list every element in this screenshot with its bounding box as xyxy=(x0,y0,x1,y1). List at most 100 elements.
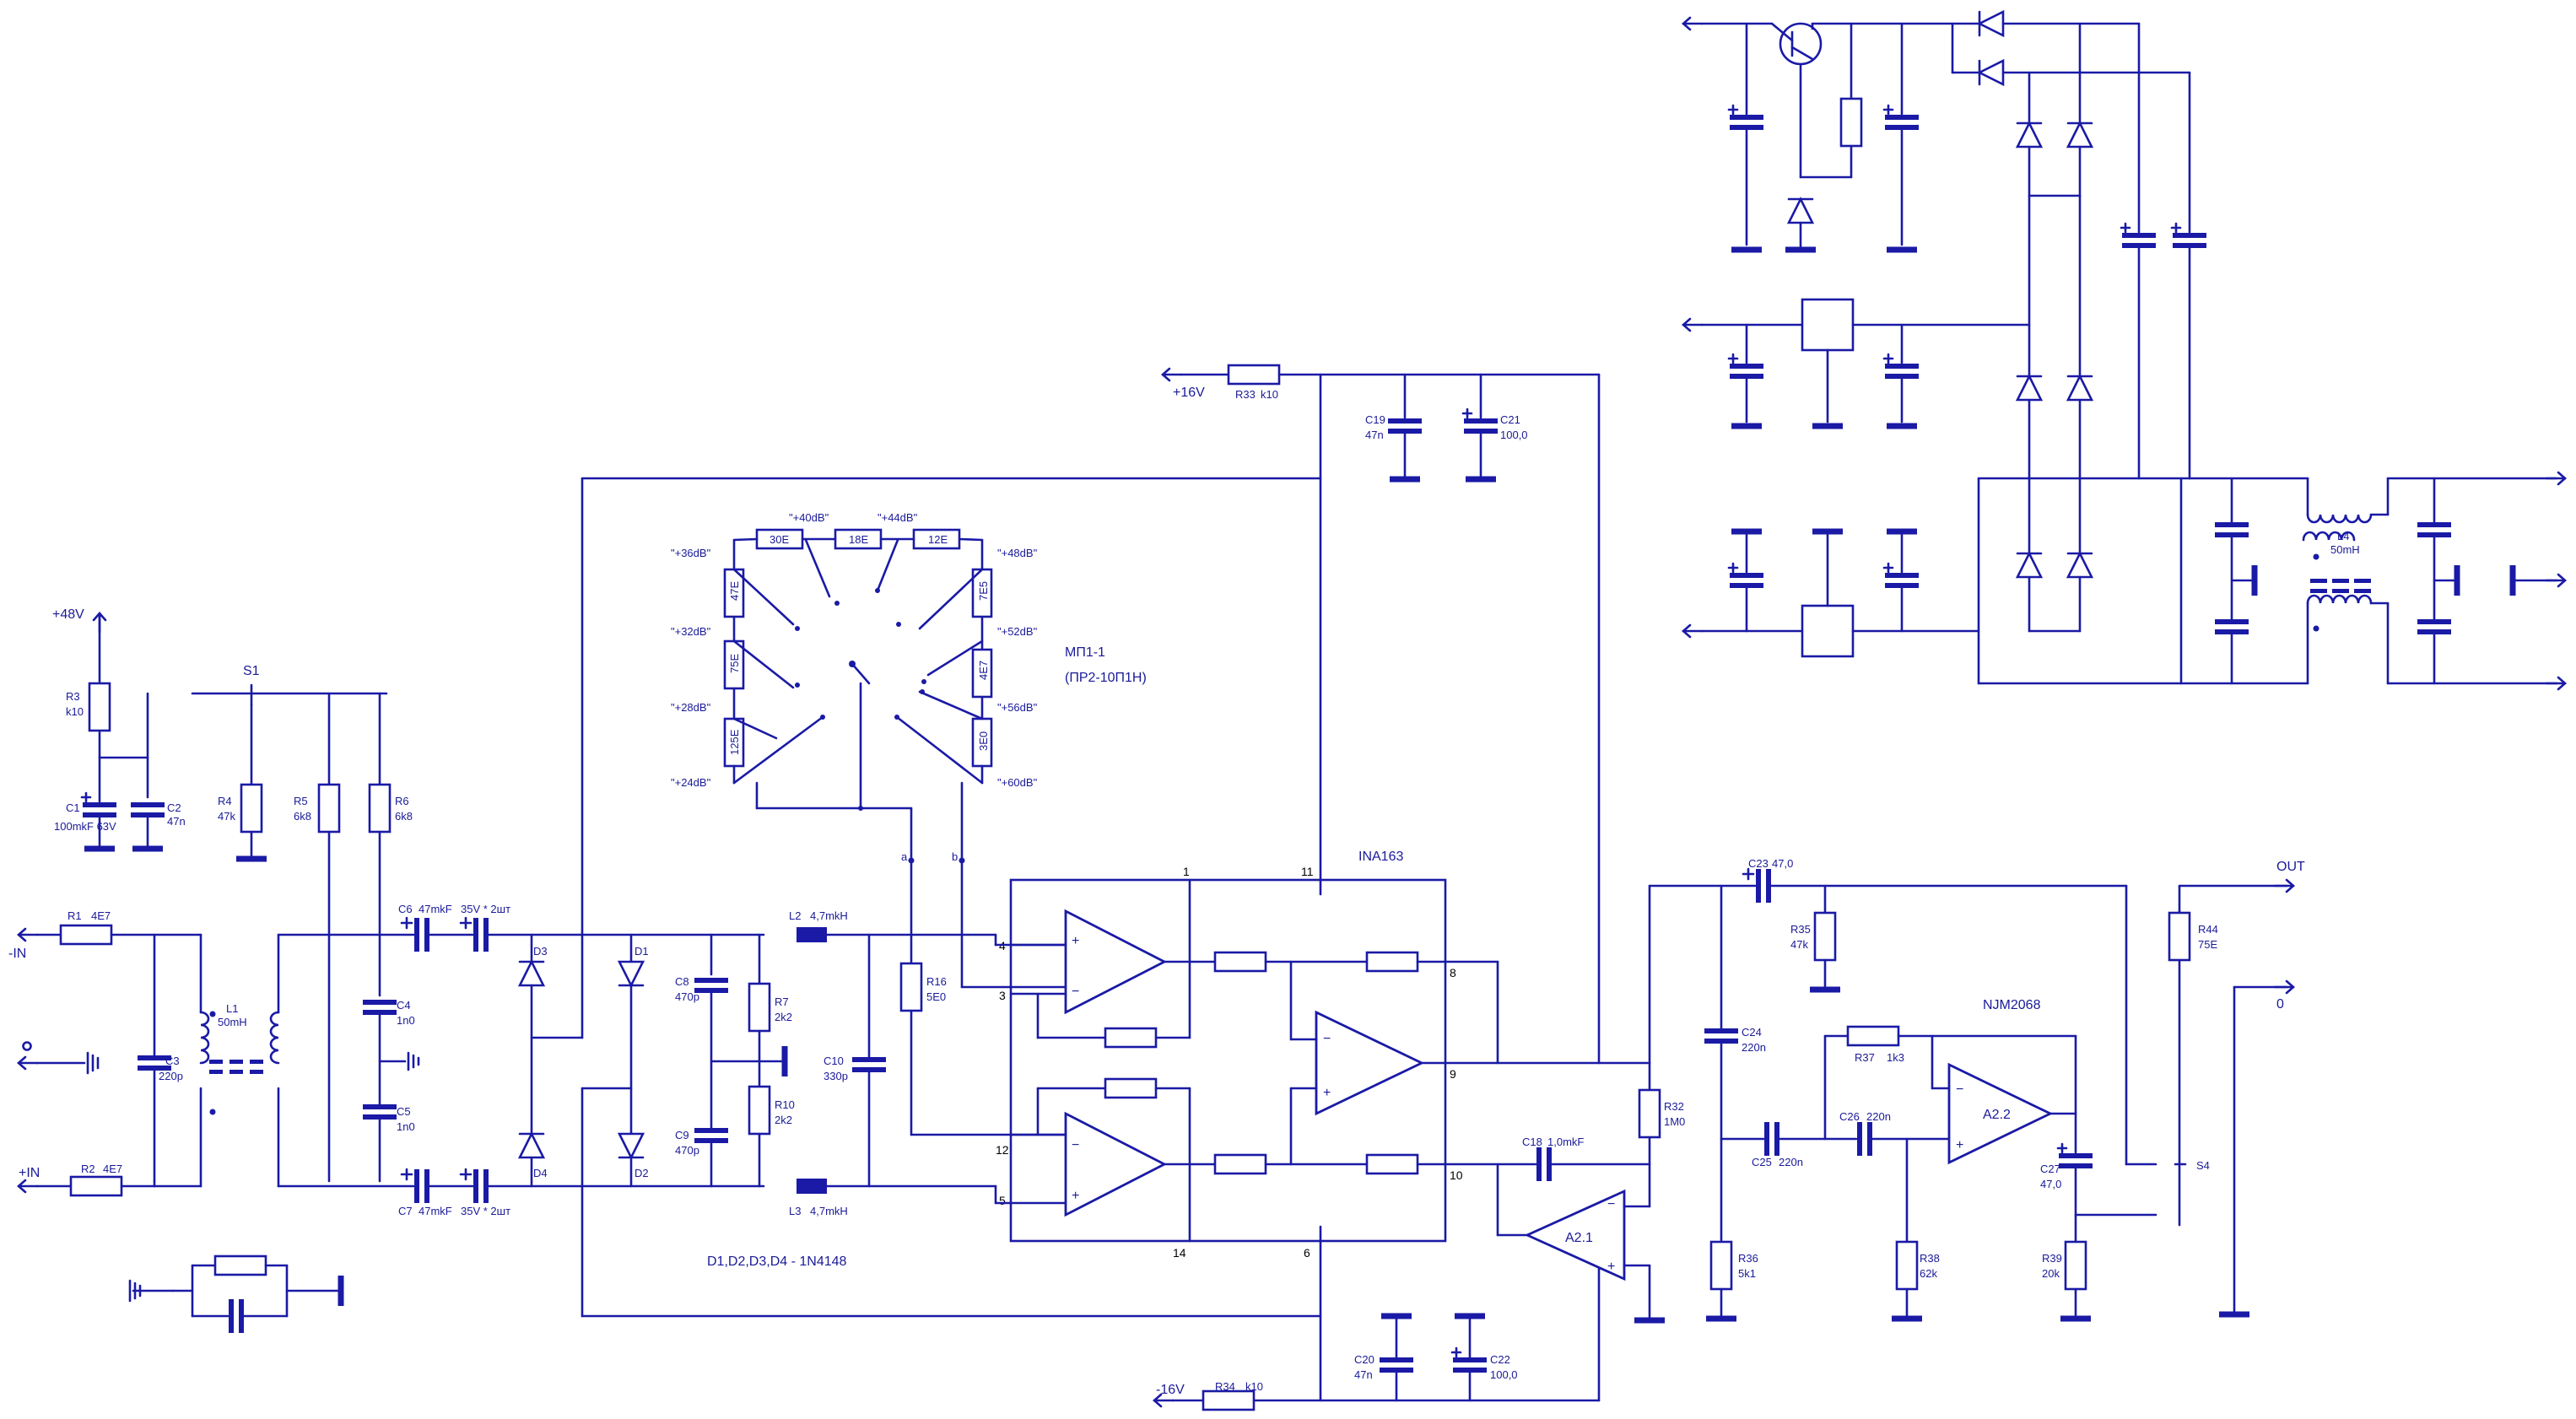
svg-text:18E: 18E xyxy=(849,533,868,546)
r34 xyxy=(1202,1389,1256,1411)
d4 xyxy=(518,1132,545,1159)
svg-text:k10: k10 xyxy=(66,705,84,718)
svg-text:L2: L2 xyxy=(789,909,801,922)
svg-text:C18: C18 xyxy=(1522,1136,1542,1148)
l1-coil-right xyxy=(269,1011,280,1065)
svg-text:R2: R2 xyxy=(81,1163,95,1175)
r5 xyxy=(317,783,341,834)
svg-text:0: 0 xyxy=(2276,997,2284,1012)
svg-text:C24: C24 xyxy=(1742,1026,1762,1039)
svg-text:C2: C2 xyxy=(167,801,181,814)
r38 xyxy=(1895,1240,1919,1291)
c20 xyxy=(1380,1360,1413,1370)
ina-amp1 xyxy=(1064,909,1168,1015)
svg-text:МП1-1: МП1-1 xyxy=(1065,645,1105,660)
svg-text:+: + xyxy=(1607,1260,1615,1274)
svg-text:75E: 75E xyxy=(2198,938,2217,951)
c24 xyxy=(1704,1031,1738,1041)
svg-text:50mH: 50mH xyxy=(2330,543,2360,556)
a21-opamp xyxy=(1524,1189,1626,1281)
r44 xyxy=(2168,911,2191,962)
svg-text:+: + xyxy=(1956,1138,1963,1152)
svg-text:R38: R38 xyxy=(1920,1252,1940,1265)
svg-text:C23: C23 xyxy=(1748,857,1769,870)
svg-text:R32: R32 xyxy=(1664,1100,1684,1113)
svg-text:5: 5 xyxy=(999,1194,1006,1207)
svg-text:C19: C19 xyxy=(1365,413,1385,426)
svg-text:R33: R33 xyxy=(1235,388,1256,401)
c9 xyxy=(694,1130,728,1141)
svg-text:100,0: 100,0 xyxy=(1490,1368,1518,1381)
svg-text:4E7: 4E7 xyxy=(91,909,111,922)
svg-text:C7: C7 xyxy=(398,1205,413,1217)
svg-text:"+24dB": "+24dB" xyxy=(671,776,711,789)
svg-text:L1: L1 xyxy=(226,1002,238,1015)
svg-text:R4: R4 xyxy=(218,795,232,807)
svg-text:INA163: INA163 xyxy=(1358,850,1403,864)
svg-text:"+56dB": "+56dB" xyxy=(997,701,1038,714)
svg-text:3: 3 xyxy=(999,989,1006,1002)
svg-text:"+60dB": "+60dB" xyxy=(997,776,1038,789)
c10 xyxy=(852,1060,886,1070)
ina163-block: R16 5E0 INA163 1 11 4 3 12 5 8 9 10 14 6… xyxy=(581,364,1601,1411)
c26 xyxy=(1860,1122,1870,1156)
svg-text:R5: R5 xyxy=(294,795,308,807)
svg-text:C22: C22 xyxy=(1490,1353,1510,1366)
r4 xyxy=(240,783,263,834)
power-supply: L4 50mH xyxy=(1682,10,2567,691)
svg-text:C9: C9 xyxy=(675,1129,689,1141)
svg-text:11: 11 xyxy=(1301,865,1314,878)
svg-text:62k: 62k xyxy=(1920,1267,1937,1280)
regulator-block-2 xyxy=(1801,604,1855,658)
svg-text:−: − xyxy=(1072,985,1079,999)
svg-text:220n: 220n xyxy=(1779,1156,1803,1168)
svg-text:1: 1 xyxy=(1183,865,1190,878)
s1-label: S1 xyxy=(243,664,260,678)
svg-text:4,7mkH: 4,7mkH xyxy=(810,1205,848,1217)
svg-text:D4: D4 xyxy=(533,1167,548,1179)
svg-text:R3: R3 xyxy=(66,690,80,703)
svg-text:100mkF 63V: 100mkF 63V xyxy=(54,820,116,833)
svg-text:+: + xyxy=(1072,934,1079,948)
svg-text:C1: C1 xyxy=(66,801,80,814)
svg-text:+IN: +IN xyxy=(19,1166,40,1180)
svg-text:47n: 47n xyxy=(1354,1368,1373,1381)
svg-text:"+32dB": "+32dB" xyxy=(671,625,711,638)
svg-text:−: − xyxy=(1956,1082,1963,1097)
svg-text:470p: 470p xyxy=(675,990,699,1003)
c4 xyxy=(363,1002,397,1012)
svg-text:R1: R1 xyxy=(68,909,82,922)
svg-text:20k: 20k xyxy=(2042,1267,2060,1280)
svg-text:k10: k10 xyxy=(1261,388,1278,401)
svg-text:(ПР2-10П1Н): (ПР2-10П1Н) xyxy=(1065,671,1147,685)
svg-text:10: 10 xyxy=(1450,1168,1463,1182)
c2 xyxy=(131,805,165,815)
svg-text:k10: k10 xyxy=(1245,1380,1263,1393)
svg-text:9: 9 xyxy=(1450,1067,1456,1081)
svg-text:125E: 125E xyxy=(728,729,741,755)
svg-text:220n: 220n xyxy=(1866,1110,1891,1123)
svg-text:OUT: OUT xyxy=(2276,860,2305,874)
svg-text:R35: R35 xyxy=(1790,923,1811,936)
svg-text:R36: R36 xyxy=(1738,1252,1758,1265)
svg-text:C26: C26 xyxy=(1839,1110,1860,1123)
pin-arrow xyxy=(17,1179,39,1194)
output-stage: C23 47,0 R35 47k C24 220n C25 220n R36 5… xyxy=(1704,857,2305,1319)
svg-text:4,7mkH: 4,7mkH xyxy=(810,909,848,922)
svg-text:+: + xyxy=(1323,1086,1331,1100)
svg-text:35V * 2шт: 35V * 2шт xyxy=(461,1205,510,1217)
transistor-icon xyxy=(1779,22,1823,66)
svg-text:47,0: 47,0 xyxy=(1772,857,1793,870)
svg-text:35V * 2шт: 35V * 2шт xyxy=(461,903,510,915)
svg-text:12E: 12E xyxy=(928,533,948,546)
c19 xyxy=(1388,421,1422,431)
svg-text:R39: R39 xyxy=(2042,1252,2062,1265)
svg-text:−: − xyxy=(1607,1197,1615,1211)
zero-terminal xyxy=(22,1041,32,1051)
svg-text:-IN: -IN xyxy=(8,947,26,961)
l2 xyxy=(797,927,827,942)
svg-text:S4: S4 xyxy=(2196,1159,2210,1172)
input-section: +48V R3 k10 C1 100mkF 63V C2 47n S1 R4 4… xyxy=(8,477,997,1318)
servo-amp: C18 1,0mkF A2.1 −+ R32 1M0 xyxy=(1444,884,1757,1320)
